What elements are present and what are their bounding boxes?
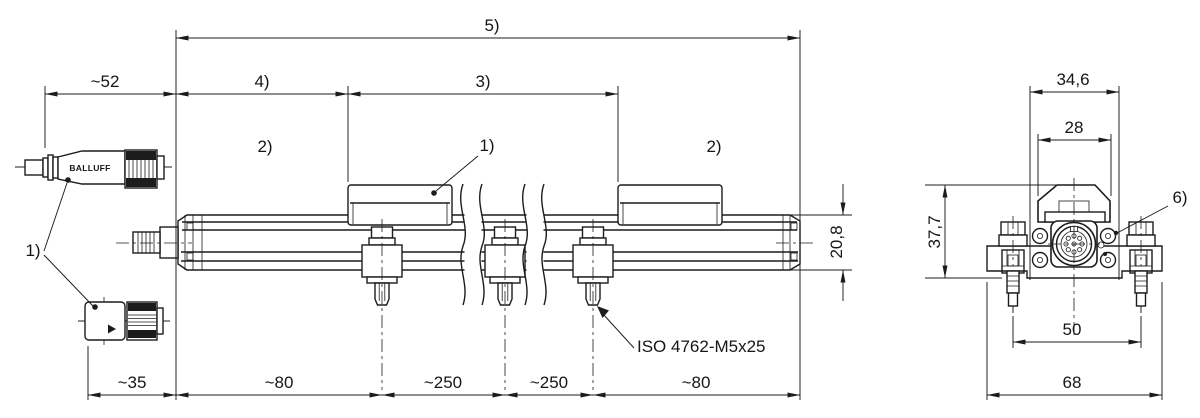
dimensions: 5) ~52 4) 3) ~35 ~80 ~250 ~250 ~80 34,6 …	[44, 16, 1163, 400]
knurled-ring	[126, 301, 158, 341]
mounting-clamp-2	[484, 218, 526, 391]
dim-label-80b: ~80	[682, 373, 711, 392]
magnet-block-right	[617, 184, 723, 226]
dim-label-250b: ~250	[530, 373, 568, 392]
connector-straight: BALLUFF	[15, 149, 172, 189]
ref-label-2-right: 2)	[706, 137, 721, 156]
dim-label-68: 68	[1063, 373, 1082, 392]
stud-left	[1006, 270, 1020, 314]
screw-spec-note: ISO 4762-M5x25	[637, 337, 766, 356]
leader-arrowhead	[597, 306, 609, 318]
flange-hole	[1031, 227, 1049, 245]
index-pin	[1103, 252, 1107, 256]
stud-right	[1134, 270, 1148, 314]
dim-label-80a: ~80	[265, 373, 294, 392]
mounting-clamp-3	[572, 218, 614, 391]
break-lines	[459, 182, 548, 308]
dim-label-346: 34,6	[1056, 70, 1089, 89]
dim-label-35: ~35	[118, 373, 147, 392]
ref-label-1-magnet: 1)	[479, 136, 494, 155]
side-view	[116, 182, 814, 391]
brand-text: BALLUFF	[69, 163, 110, 173]
dim-label-28: 28	[1065, 118, 1084, 137]
dim-label-208: 20,8	[827, 225, 846, 258]
ref-label-1-connectors: 1)	[25, 241, 40, 260]
flange-hole	[1031, 251, 1049, 269]
dim-label-52: ~52	[91, 72, 120, 91]
ref-label-2-left: 2)	[257, 137, 272, 156]
dim-label-377: 37,7	[925, 215, 944, 248]
dim-label-3: 3)	[475, 72, 490, 91]
dim-label-250a: ~250	[424, 373, 462, 392]
ref-label-6: 6)	[1172, 188, 1187, 207]
mounting-clamp-1	[361, 218, 403, 391]
rail-connector-stub	[132, 226, 179, 259]
callouts: 1) 1) 2) 2) 6) ISO 4762-M5x25	[25, 136, 1187, 356]
dim-label-5: 5)	[484, 16, 499, 35]
flange-hole	[1099, 227, 1117, 245]
dim-label-50: 50	[1063, 320, 1082, 339]
flange-hole	[1099, 251, 1117, 269]
knurled-nut	[124, 149, 158, 189]
dim-label-4: 4)	[254, 72, 269, 91]
index-hole	[1097, 241, 1105, 249]
end-view	[986, 178, 1163, 336]
connector-angled	[78, 297, 170, 345]
